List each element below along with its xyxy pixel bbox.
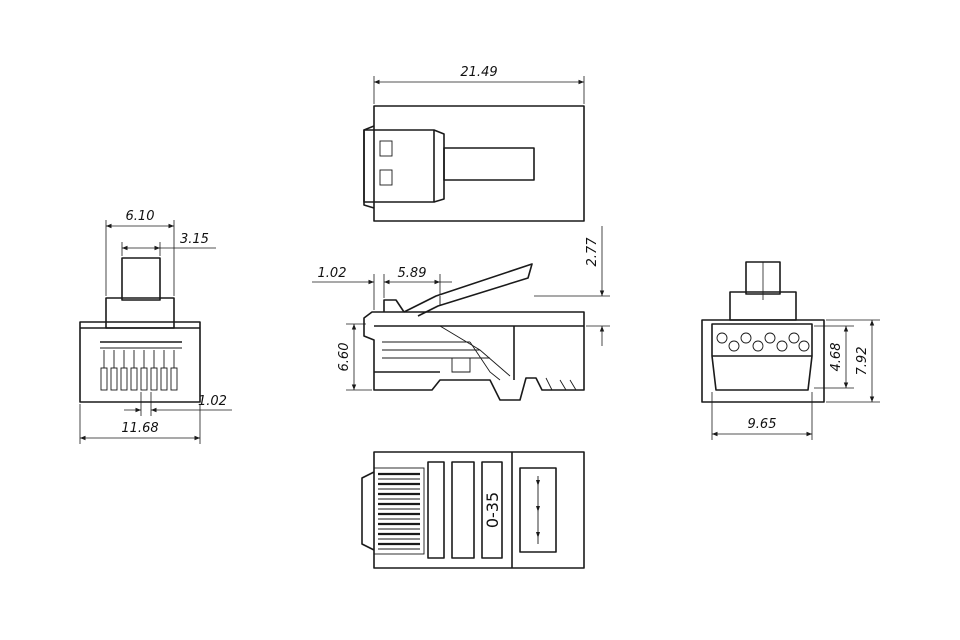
dim-front-width-top: 6.10 — [126, 209, 155, 224]
rear-wire-holes — [716, 332, 810, 352]
bottom-marking: 0-35 — [483, 492, 502, 528]
dim-overall-length: 21.49 — [460, 65, 497, 80]
top-view: 21.49 — [363, 65, 585, 222]
dim-side-latch-offset: 5.89 — [398, 266, 427, 281]
dim-front-body-width: 11.68 — [121, 421, 158, 436]
dim-front-pin-pitch: 1.02 — [198, 394, 227, 409]
dim-rear-opening-height: 4.68 — [829, 343, 844, 372]
dim-side-latch-rise: 2.77 — [585, 237, 600, 267]
dim-front-tab-width: 3.15 — [180, 232, 209, 247]
front-pins — [100, 350, 178, 391]
side-view: 1.02 5.89 6.60 2.77 — [312, 226, 610, 401]
dim-side-height: 6.60 — [337, 343, 352, 372]
bottom-view: 0-35 — [361, 451, 585, 569]
bottom-contact-hatch — [378, 472, 420, 550]
rear-view: 4.68 7.92 9.65 — [701, 261, 880, 440]
dim-rear-width: 9.65 — [748, 417, 777, 432]
front-view: 6.10 3.15 1.02 11.68 — [79, 209, 232, 444]
dim-rear-total-height: 7.92 — [855, 347, 870, 376]
dim-side-tip-offset: 1.02 — [318, 266, 347, 281]
